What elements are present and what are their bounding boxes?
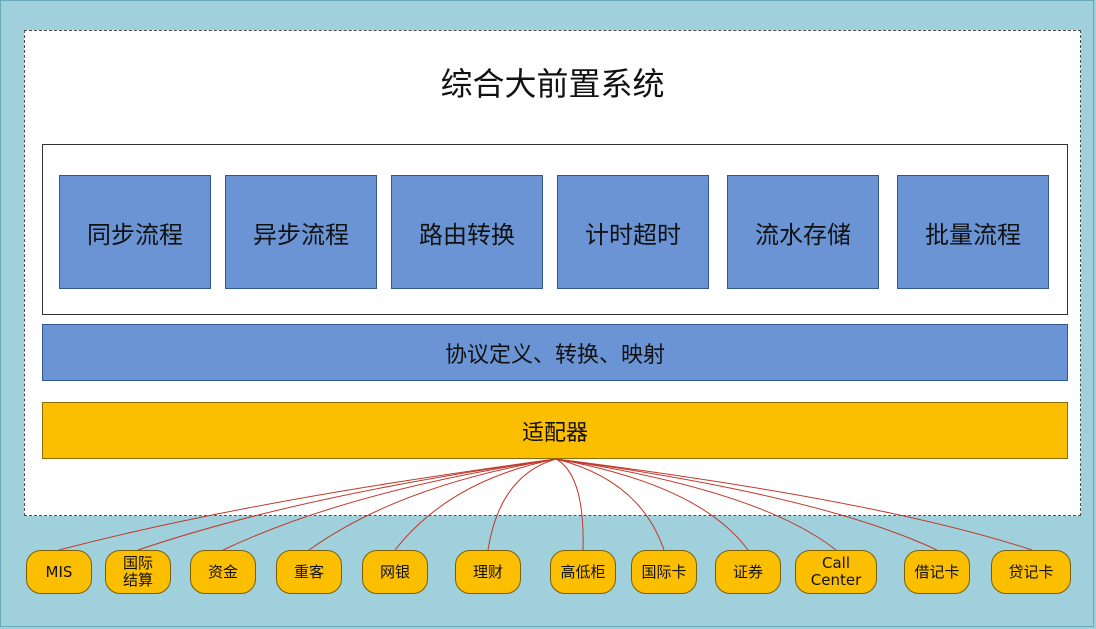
channel-intl-settlement: 国际 结算: [105, 550, 171, 594]
module-sync-flow: 同步流程: [59, 175, 211, 289]
channel-call-center: Call Center: [795, 550, 877, 594]
channel-mis: MIS: [26, 550, 92, 594]
link-funds: [222, 458, 557, 551]
link-counter: [555, 458, 584, 551]
link-call-center: [555, 458, 837, 551]
module-batch-flow: 批量流程: [897, 175, 1049, 289]
adapter-layer: 适配器: [42, 402, 1068, 459]
link-debit-card: [555, 458, 938, 551]
protocol-layer: 协议定义、转换、映射: [42, 324, 1068, 381]
link-ebank: [394, 458, 557, 551]
link-credit-card: [555, 458, 1033, 551]
link-intl-card: [555, 458, 665, 551]
module-timer-timeout: 计时超时: [557, 175, 709, 289]
channel-intl-card: 国际卡: [631, 550, 697, 594]
system-title: 综合大前置系统: [440, 65, 665, 103]
link-key-client: [308, 458, 557, 551]
link-wealth: [487, 458, 557, 551]
module-async-flow: 异步流程: [225, 175, 377, 289]
module-route-conversion: 路由转换: [391, 175, 543, 289]
link-mis: [58, 458, 557, 551]
channel-key-client: 重客: [276, 550, 342, 594]
module-journal-storage: 流水存储: [727, 175, 879, 289]
channel-wealth: 理财: [455, 550, 521, 594]
link-intl-settlement: [137, 458, 557, 551]
channel-credit-card: 贷记卡: [991, 550, 1071, 594]
link-securities: [555, 458, 749, 551]
channel-securities: 证券: [715, 550, 781, 594]
channel-funds: 资金: [190, 550, 256, 594]
channel-counter: 高低柜: [550, 550, 616, 594]
channel-ebank: 网银: [362, 550, 428, 594]
channel-debit-card: 借记卡: [904, 550, 970, 594]
